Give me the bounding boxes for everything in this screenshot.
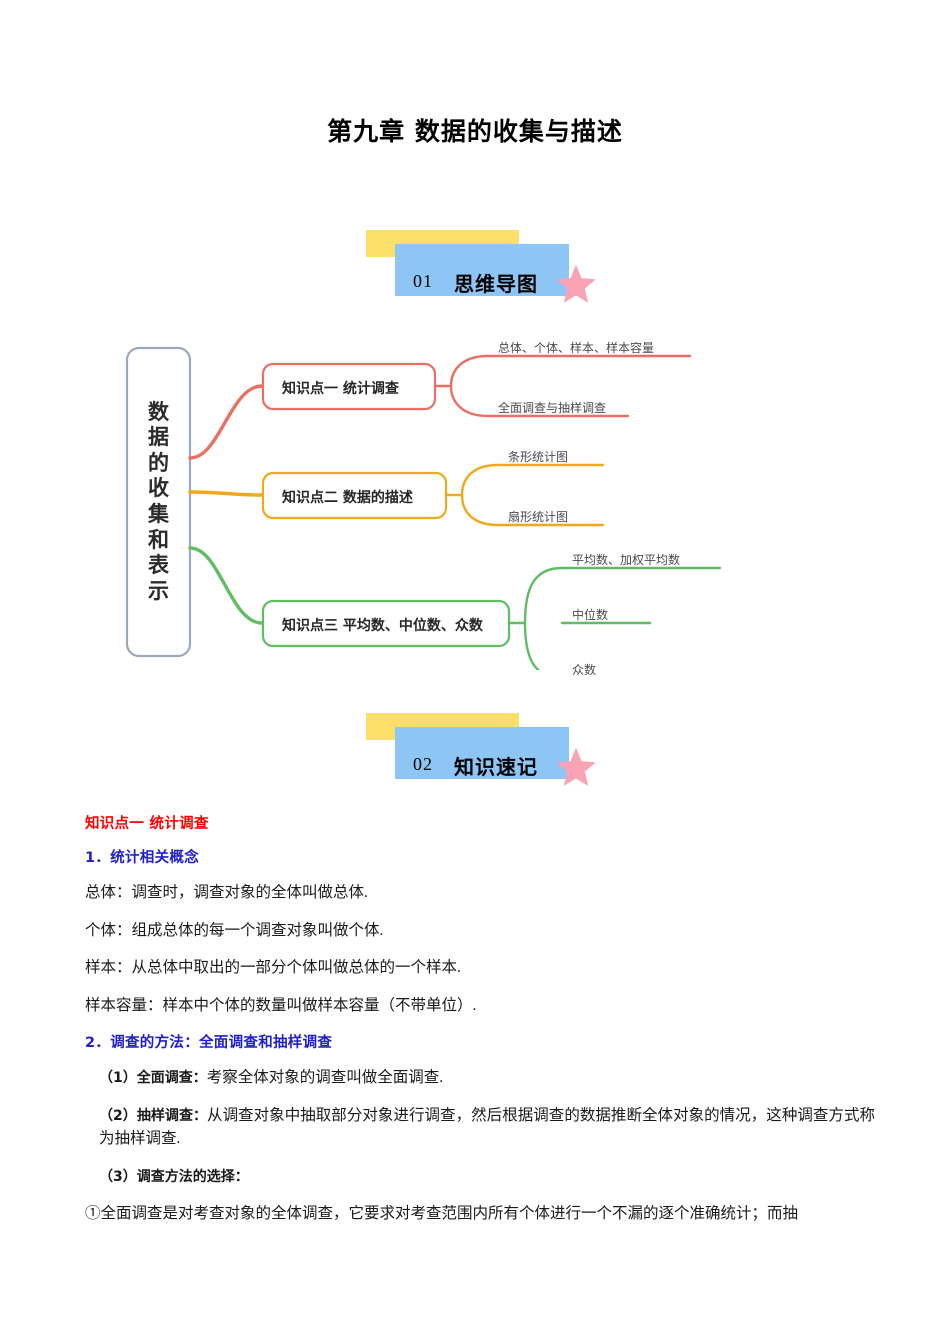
note-item-2-label: （2）抽样调查： [99,1107,208,1124]
star-icon [556,264,596,303]
banner-label: 思维导图 [454,272,538,296]
mindmap-leaf-label-1-1: 总体、个体、样本、样本容量 [498,341,655,355]
notes-content: 知识点一 统计调查 1．统计相关概念 总体：调查时，调查对象的全体叫做总体. 个… [85,812,875,1240]
page-title: 第九章 数据的收集与描述 [327,117,623,146]
banner-blue-panel [395,244,569,296]
banner-label: 知识速记 [454,755,538,779]
section-banner-01: 01 思维导图 [358,226,618,306]
mindmap-connectors [125,346,722,670]
note-item-2: （2）抽样调查：从调查对象中抽取部分对象进行调查，然后根据调查的数据推断全体对象… [85,1104,875,1151]
notes-heading-blue-2: 2．调查的方法：全面调查和抽样调查 [85,1035,333,1052]
note-item-3-label: （3）调查方法的选择： [99,1168,249,1185]
note-item-1-text: 考察全体对象的调查叫做全面调查. [206,1069,444,1087]
banner-blue-panel [395,727,569,779]
root-char: 收 [148,476,169,501]
section-banner-02: 02 知识速记 [358,709,618,789]
root-char: 数 [148,399,169,424]
note-item-4: ①全面调查是对考查对象的全体调查，它要求对考查范围内所有个体进行一个不漏的逐个准… [85,1205,799,1223]
banner-number: 01 [413,271,433,291]
definition-line: 个体：组成总体的每一个调查对象叫做个体. [85,921,384,939]
mindmap-leaf-label-3-3: 众数 [572,663,597,677]
root-char: 和 [148,527,169,552]
mindmap-leaf-label-2-1: 条形统计图 [508,450,569,464]
mindmap-root-node: 数 据 的 收 集 和 表 示 [127,348,190,656]
mindmap-leaf-label-1-2: 全面调查与抽样调查 [498,401,607,415]
root-char: 示 [148,578,169,603]
mindmap-branch-label-1: 知识点一 统计调查 [282,381,399,397]
mindmap-leaf-label-3-2: 中位数 [572,608,609,622]
mindmap-branch-label-2: 知识点二 数据的描述 [282,490,413,506]
definition-line: 样本容量：样本中个体的数量叫做样本容量（不带单位）. [85,996,477,1014]
note-item-2-text: 从调查对象中抽取部分对象进行调查，然后根据调查的数据推断全体对象的情况，这种调查… [99,1106,875,1148]
note-item-3: （3）调查方法的选择： [85,1165,875,1189]
root-char: 集 [148,502,169,526]
mindmap-branch-label-3: 知识点三 平均数、中位数、众数 [282,618,483,634]
definition-line: 总体：调查时，调查对象的全体叫做总体. [85,884,368,901]
notes-heading-blue-1: 1．统计相关概念 [85,850,199,866]
root-char: 的 [148,450,169,475]
root-char: 据 [148,425,169,450]
mindmap-leaf-label-3-1: 平均数、加权平均数 [572,553,681,567]
star-icon [556,747,596,786]
mindmap-leaf-label-2-2: 扇形统计图 [508,510,569,524]
definition-line: 样本：从总体中取出的一部分个体叫做总体的一个样本. [85,959,461,977]
banner-number: 02 [413,754,433,774]
notes-heading-red: 知识点一 统计调查 [85,816,209,832]
root-char: 表 [148,553,169,578]
note-item-1-label: （1）全面调查： [99,1070,207,1087]
mindmap-diagram: 数 据 的 收 集 和 表 示 知识点一 统计调查 知识点二 数据的描述 知识点… [110,340,850,677]
note-item-1: （1）全面调查：考察全体对象的调查叫做全面调查. [85,1066,875,1090]
